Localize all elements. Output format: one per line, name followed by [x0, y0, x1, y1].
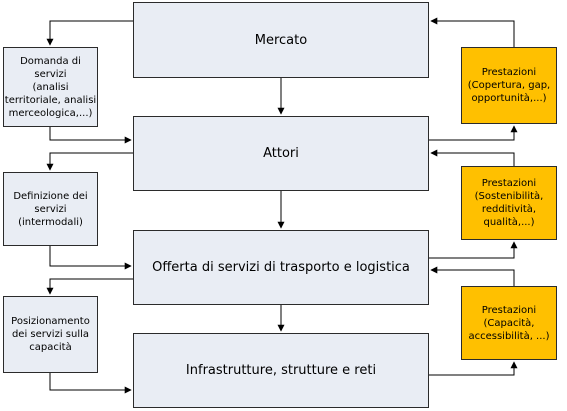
prestazioni-1-line-1: Prestazioni	[481, 67, 537, 78]
definizione-line-1: Definizione dei	[13, 190, 88, 202]
definizione-box: Definizione dei servizi (intermodali)	[3, 172, 98, 246]
domanda-line-5: merceologica,...)	[8, 107, 93, 119]
attori-box: Attori	[133, 116, 429, 191]
prestazioni-3-line-1: Prestazioni	[481, 304, 537, 316]
infrastrutture-label: Infrastrutture, strutture e reti	[185, 363, 377, 378]
arrow-posizionamento-to-infrastrutture	[49, 373, 132, 394]
definizione-line-3: (intermodali)	[18, 216, 83, 228]
arrow-offerta-to-prestazioni2	[429, 241, 518, 259]
domanda-line-3: (analisi	[32, 81, 69, 93]
arrow-infrastrutture-to-prestazioni3	[429, 361, 518, 376]
prestazioni-1-line-2: (Copertura, gap,	[467, 80, 551, 91]
arrow-prestazioni3-to-offerta	[430, 266, 515, 286]
prestazioni-3-line-2: (Capacità,	[483, 317, 535, 329]
arrow-prestazioni2-to-attori	[430, 149, 515, 166]
posizionamento-box: Posizionamento dei servizi sulla capacit…	[3, 296, 98, 373]
posizionamento-line-3: capacità	[29, 342, 72, 353]
prestazioni-sostenibilita-box: Prestazioni (Sostenibilità, redditività,…	[461, 166, 557, 240]
prestazioni-2-line-4: qualità,...)	[483, 217, 535, 228]
posizionamento-line-1: Posizionamento	[11, 316, 90, 327]
arrow-attori-to-prestazioni1	[429, 125, 518, 141]
domanda-line-2: servizi	[34, 68, 67, 80]
prestazioni-3-line-3: accessibilità, ...)	[468, 330, 550, 342]
prestazioni-copertura-box: Prestazioni (Copertura, gap, opportunità…	[461, 47, 557, 124]
prestazioni-1-line-3: opportunità,...)	[471, 93, 547, 104]
domanda-line-1: Domanda di	[20, 55, 81, 67]
prestazioni-2-line-2: (Sostenibilità,	[474, 191, 544, 202]
arrow-mercato-to-domanda	[46, 20, 133, 46]
posizionamento-line-2: dei servizi sulla	[11, 329, 90, 340]
attori-label: Attori	[263, 146, 299, 161]
arrow-definizione-to-offerta	[49, 246, 132, 270]
arrow-prestazioni1-to-mercato	[430, 17, 515, 47]
domanda-line-4: territoriale, analisi	[4, 94, 97, 106]
mercato-label: Mercato	[254, 32, 308, 48]
prestazioni-capacita-box: Prestazioni (Capacità, accessibilità, ..…	[461, 286, 557, 360]
prestazioni-2-line-1: Prestazioni	[481, 178, 537, 189]
mercato-box: Mercato	[133, 2, 429, 78]
arrow-domanda-to-attori	[49, 127, 132, 144]
definizione-line-2: servizi	[34, 203, 67, 215]
arrow-offerta-to-posizionamento	[46, 278, 133, 295]
offerta-box: Offerta di servizi di trasporto e logist…	[133, 230, 429, 305]
domanda-box: Domanda di servizi (analisi territoriale…	[3, 47, 98, 127]
infrastrutture-box: Infrastrutture, strutture e reti	[133, 333, 429, 408]
prestazioni-2-line-3: redditività,	[481, 204, 537, 215]
arrow-attori-to-definizione	[46, 152, 133, 171]
offerta-label: Offerta di servizi di trasporto e logist…	[152, 260, 410, 275]
